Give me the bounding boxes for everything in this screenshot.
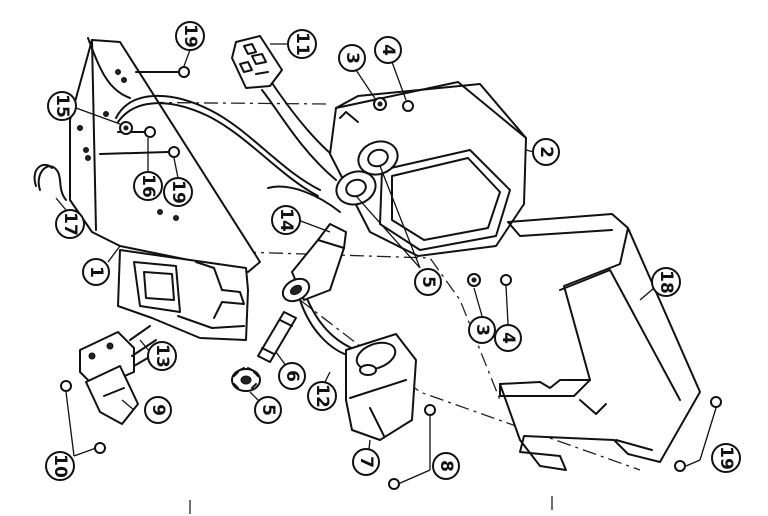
socket-outlet [345,333,417,441]
callout-17: 17 [55,209,85,239]
transformer-housing [329,81,527,257]
callout-13-label: 13 [152,344,172,368]
callout-5-top: 5 [414,268,442,296]
callout-15-label: 15 [52,94,72,118]
leader-lines [55,43,717,485]
callout-19-top: 19 [175,21,205,51]
callout-8-label: 8 [436,460,456,472]
callout-19-mid: 19 [163,177,193,207]
callout-10-label: 10 [50,454,70,478]
callout-16-label: 16 [138,174,158,198]
callout-19-label: 19 [716,446,736,470]
callout-12: 12 [307,381,337,411]
callout-8: 8 [432,452,460,480]
callout-4-bottom: 4 [494,324,522,352]
callout-10: 10 [45,451,75,481]
grommets-top [335,140,399,206]
callout-9: 9 [144,396,172,424]
callout-16: 16 [133,171,163,201]
callout-11-label: 11 [292,32,312,56]
callout-14: 14 [271,205,301,235]
callout-13: 13 [147,341,177,371]
fuse [257,311,297,363]
wire-clip [33,163,67,201]
callout-3-bottom: 3 [468,316,496,344]
callout-4-label: 4 [498,332,518,344]
callout-17-label: 17 [60,212,80,236]
terminal-connector [231,35,283,89]
callout-1: 1 [82,258,110,286]
callout-14-label: 14 [276,208,296,232]
callout-15: 15 [47,91,77,121]
callout-2-label: 2 [536,146,556,158]
fuse-cap [231,367,261,392]
callout-5-label: 5 [258,404,278,416]
callout-9-label: 9 [148,404,168,416]
callout-6-label: 6 [282,370,302,382]
callout-18-label: 18 [656,270,676,294]
callout-18: 18 [651,267,681,297]
callout-7-label: 7 [356,456,376,468]
callout-11: 11 [287,29,317,59]
switch-assembly [79,325,159,425]
callout-19-bottom: 19 [711,443,741,473]
callout-4-top: 4 [374,36,402,64]
callout-3-label: 3 [472,324,492,336]
callout-12-label: 12 [312,384,332,408]
wires [87,37,357,357]
fuse-holder [281,223,347,303]
callout-5-label: 5 [418,276,438,288]
cover-panel [499,213,701,471]
callout-3-label: 3 [342,52,362,64]
callout-19-label: 19 [168,180,188,204]
callout-1-label: 1 [86,266,106,278]
callout-5-bottom: 5 [254,396,282,424]
callout-3-top: 3 [338,44,366,72]
callout-2: 2 [532,138,560,166]
callout-4-label: 4 [378,44,398,56]
callout-19-label: 19 [180,24,200,48]
callout-6: 6 [278,362,306,390]
callout-7: 7 [352,448,380,476]
screws [60,66,722,490]
